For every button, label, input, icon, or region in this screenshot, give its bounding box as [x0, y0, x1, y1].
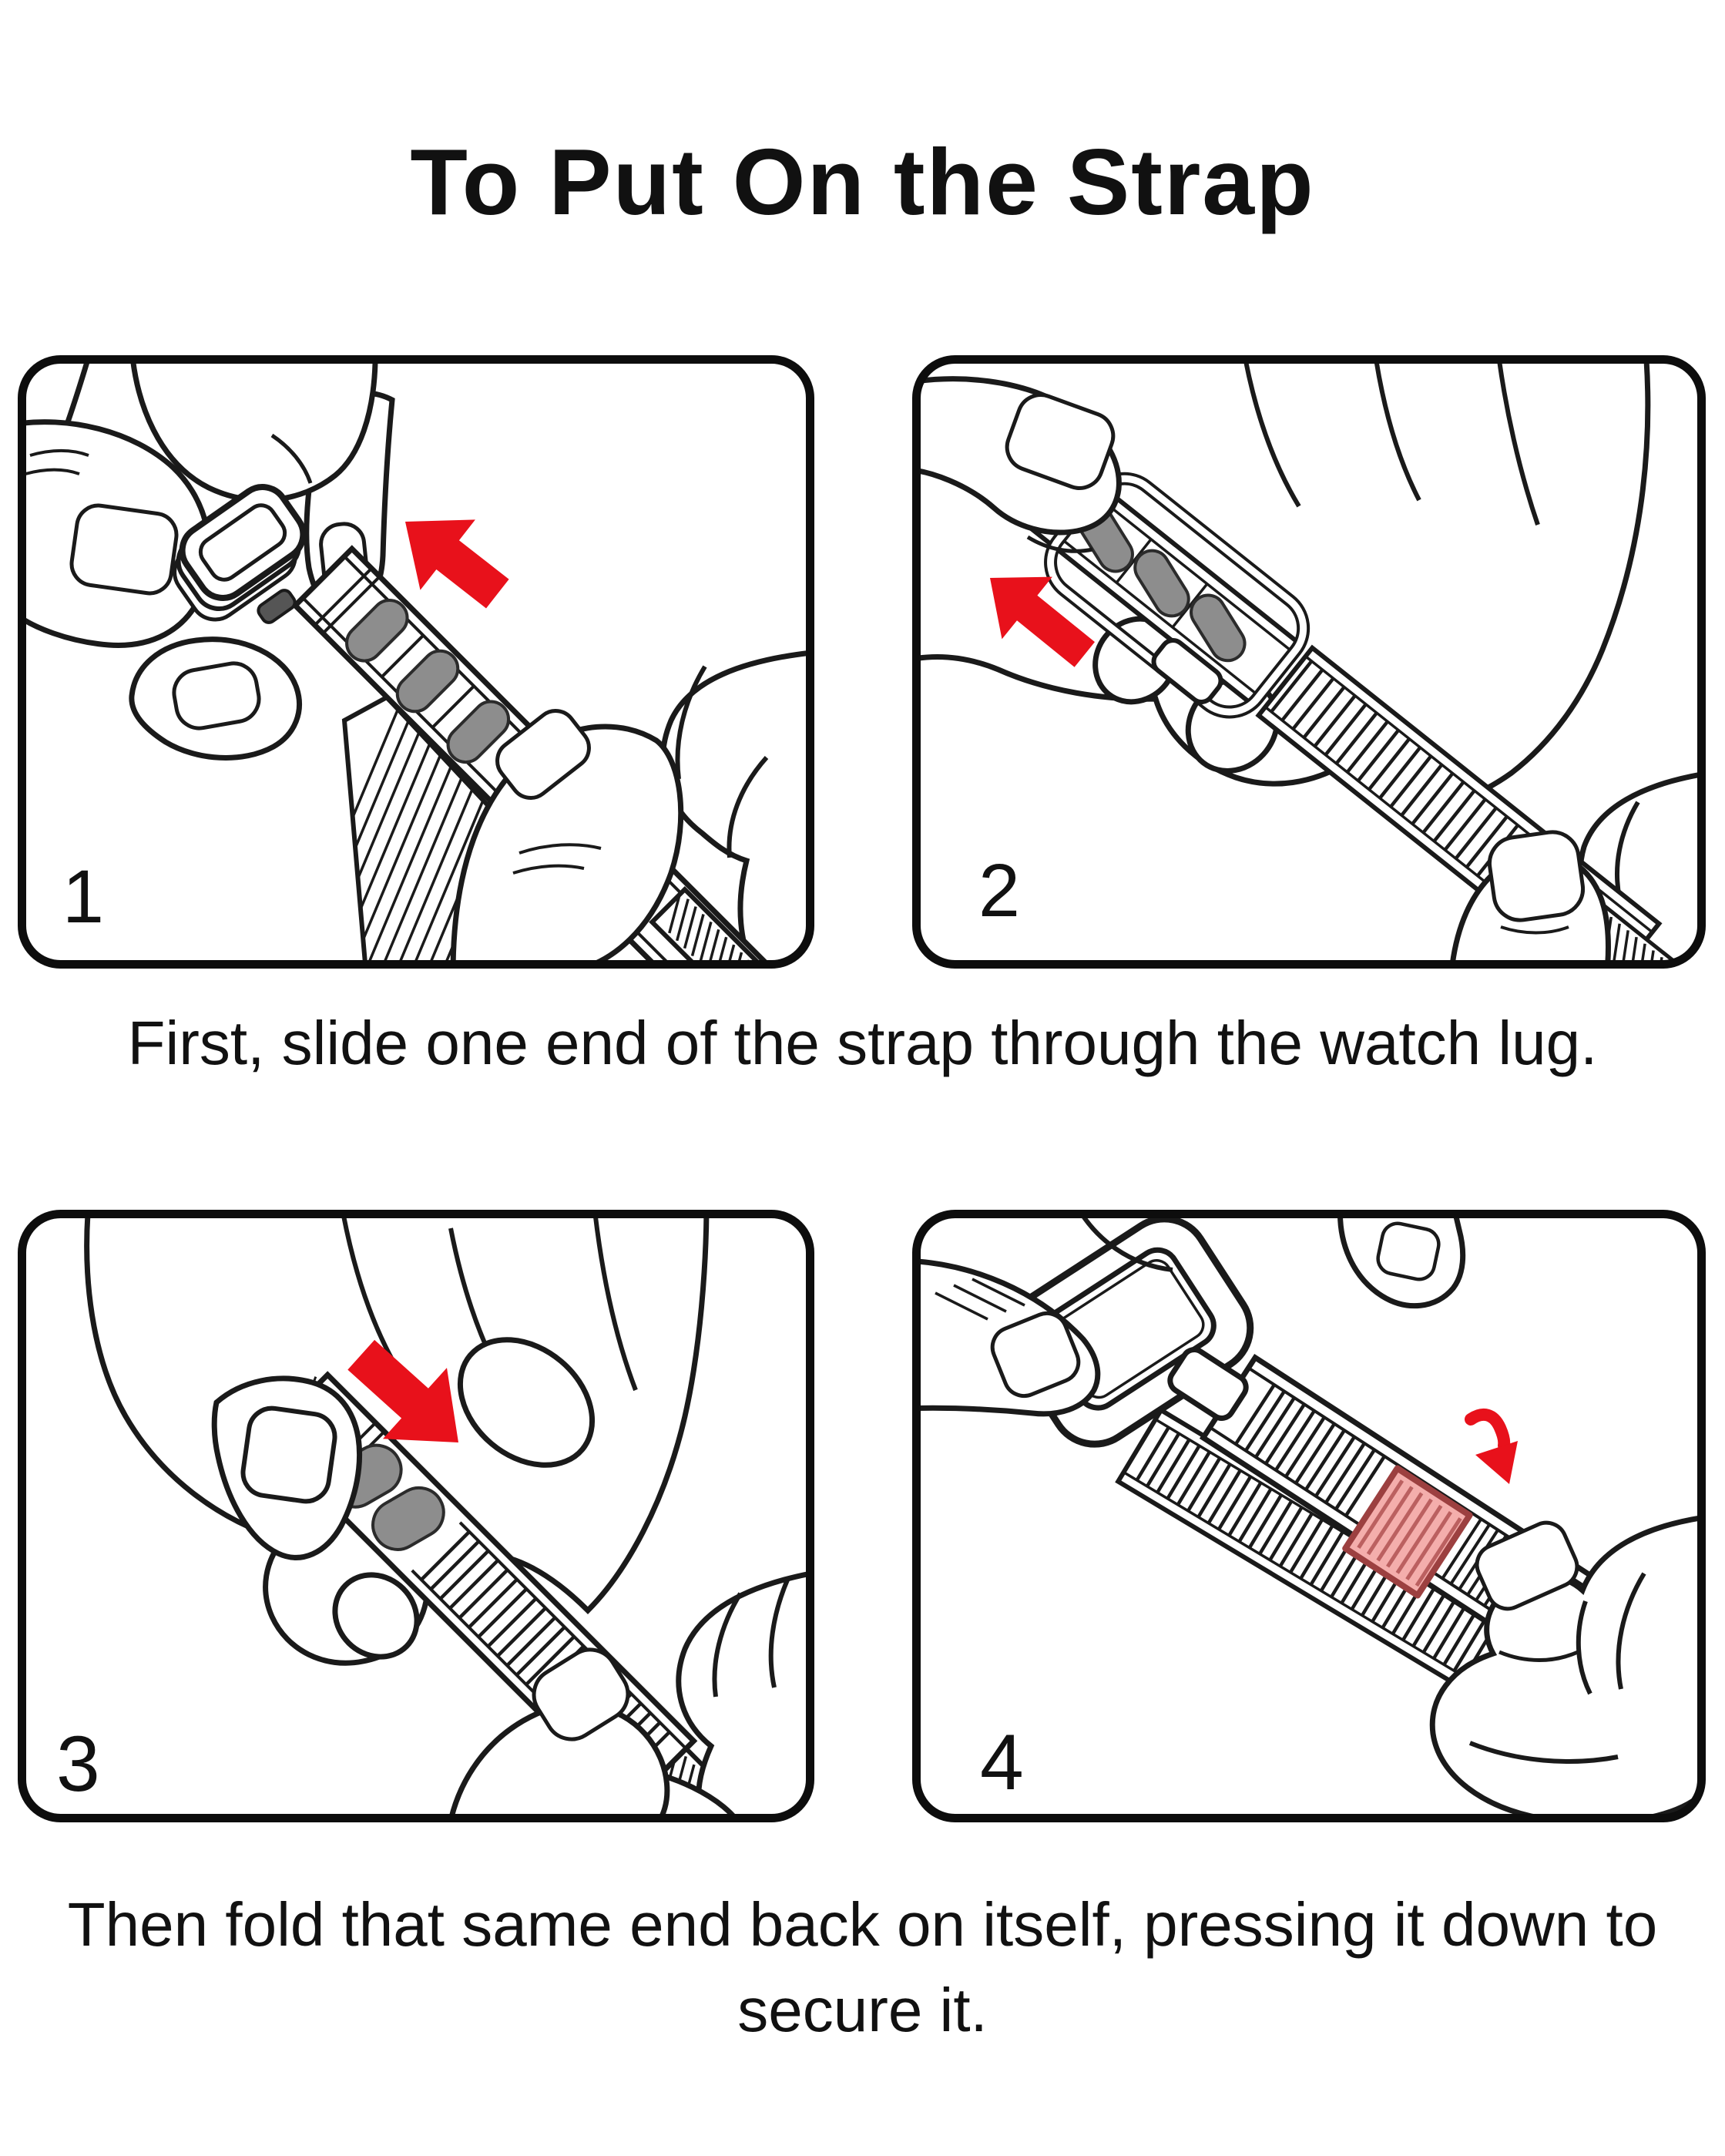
svg-text:4: 4 — [980, 1718, 1024, 1806]
svg-text:1: 1 — [62, 855, 104, 939]
svg-text:2: 2 — [978, 848, 1020, 932]
svg-text:3: 3 — [56, 1720, 100, 1808]
